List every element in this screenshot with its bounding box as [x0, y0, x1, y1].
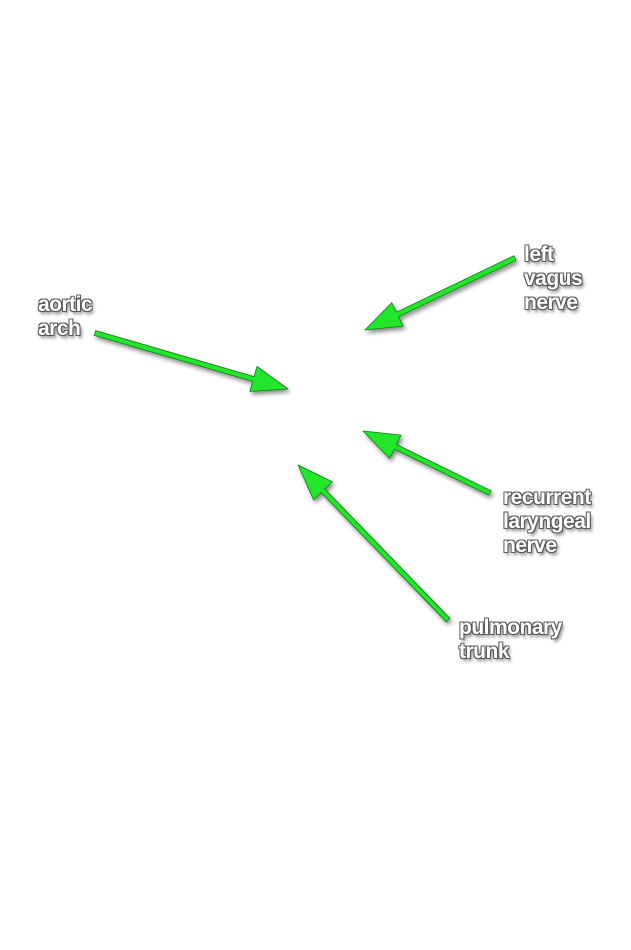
label-recurrent-laryngeal-nerve-line-3: nerve	[503, 534, 557, 557]
label-pulmonary-trunk-line-1: pulmonary	[459, 616, 562, 639]
arrows-layer	[93, 255, 517, 623]
arrow-left-vagus-nerve	[364, 255, 517, 331]
label-aortic-arch-line-2: arch	[38, 317, 81, 340]
label-aortic-arch: aortic arch	[38, 293, 93, 341]
label-left-vagus-nerve-line-1: left	[524, 243, 554, 266]
label-aortic-arch-line-1: aortic	[38, 293, 93, 316]
arrow-aortic-arch	[93, 330, 289, 392]
label-left-vagus-nerve-line-3: nerve	[524, 291, 578, 314]
arrow-recurrent-laryngeal-nerve	[362, 430, 492, 496]
label-left-vagus-nerve-line-2: vagus	[524, 267, 583, 290]
label-left-vagus-nerve: left vagus nerve	[524, 243, 583, 315]
label-recurrent-laryngeal-nerve: recurrent laryngeal nerve	[503, 486, 591, 558]
arrow-pulmonary-trunk	[297, 464, 451, 623]
label-recurrent-laryngeal-nerve-line-2: laryngeal	[503, 510, 591, 533]
label-recurrent-laryngeal-nerve-line-1: recurrent	[503, 486, 591, 509]
label-pulmonary-trunk: pulmonary trunk	[459, 616, 562, 664]
label-pulmonary-trunk-line-2: trunk	[459, 640, 509, 663]
